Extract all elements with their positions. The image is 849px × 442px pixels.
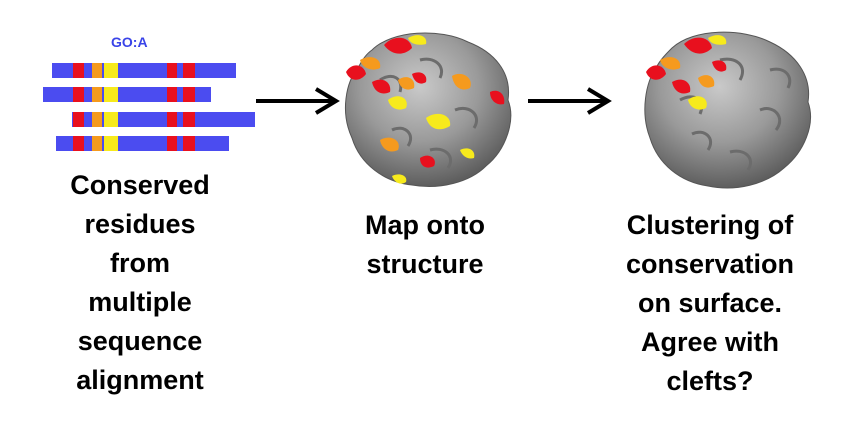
alignment-label: GO:A <box>111 34 148 50</box>
protein-structure-mapped <box>345 32 512 187</box>
protein-structure-clustered <box>644 31 812 189</box>
alignment-row <box>72 112 255 127</box>
alignment-row <box>56 136 229 151</box>
sequence-alignment <box>43 63 255 151</box>
caption-map-onto-structure: Map onto structure <box>365 210 485 279</box>
alignment-row <box>52 63 236 78</box>
right-arrow-icon <box>528 87 612 115</box>
caption-conserved-residues: Conserved residues from multiple sequenc… <box>70 170 210 395</box>
alignment-row <box>43 87 211 102</box>
caption-clustering: Clustering of conservation on surface. A… <box>625 210 795 396</box>
right-arrow-icon <box>256 87 340 115</box>
